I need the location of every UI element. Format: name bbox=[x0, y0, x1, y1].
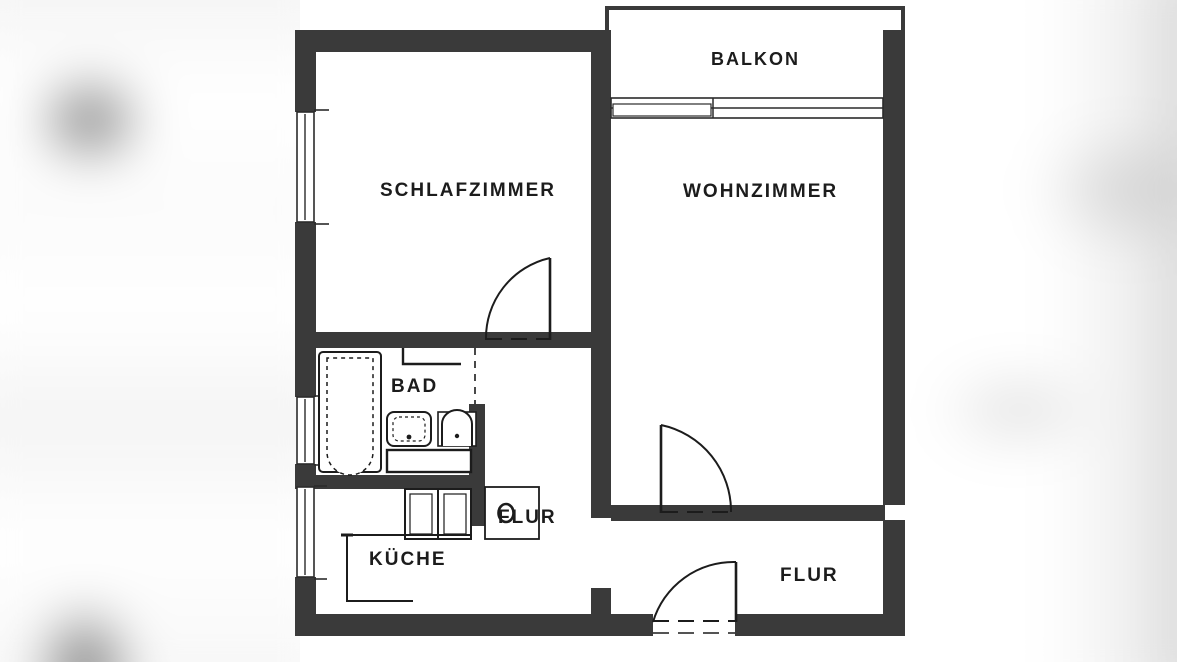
floor-plan-svg bbox=[295, 6, 905, 636]
wall-balcony-pier-left bbox=[591, 30, 611, 110]
washbasin-icon bbox=[386, 411, 432, 447]
window-kitchen-west bbox=[296, 485, 327, 580]
wall-exterior-west-mid1 bbox=[295, 222, 316, 397]
room-label-kueche: KÜCHE bbox=[369, 549, 447, 570]
door-entrance bbox=[652, 560, 738, 634]
blurred-backdrop-right bbox=[877, 0, 1177, 662]
doors-group bbox=[401, 257, 738, 634]
room-label-schlafzimmer: SCHLAFZIMMER bbox=[380, 180, 556, 201]
room-label-flur-upper: FLUR bbox=[498, 507, 557, 528]
round-fitting-icon bbox=[484, 486, 540, 540]
room-label-wohnzimmer: WOHNZIMMER bbox=[683, 181, 839, 202]
wall-bedroom-bath-divider bbox=[295, 332, 591, 348]
balcony-rail-left bbox=[605, 6, 609, 32]
kitchen-counter bbox=[346, 535, 413, 602]
wall-exterior-east-lower bbox=[883, 520, 905, 636]
door-bedroom bbox=[484, 257, 552, 341]
balcony-door bbox=[610, 97, 884, 119]
bath-counter bbox=[385, 448, 473, 474]
wall-corridor-stub bbox=[469, 489, 485, 526]
room-label-flur-lower: FLUR bbox=[780, 565, 839, 586]
room-label-bad: BAD bbox=[391, 376, 439, 397]
wall-bath-kitchen-divider bbox=[295, 475, 485, 489]
door-bath-jamb bbox=[401, 348, 476, 404]
wall-exterior-north-left bbox=[295, 30, 611, 52]
floor-plan-drawing: SCHLAFZIMMER WOHNZIMMER BALKON BAD KÜCHE… bbox=[283, 0, 923, 662]
toilet-icon bbox=[437, 409, 477, 447]
door-livingroom bbox=[659, 424, 733, 513]
bathtub-icon bbox=[318, 351, 382, 476]
bathroom-fixtures bbox=[318, 351, 477, 476]
kitchen-fixtures bbox=[341, 486, 540, 602]
wall-exterior-south-right bbox=[735, 614, 905, 636]
room-label-balkon: BALKON bbox=[711, 49, 800, 69]
windows-group bbox=[296, 109, 329, 580]
wall-livingroom-corridor-divider bbox=[611, 505, 885, 521]
balcony-rail-top bbox=[605, 6, 905, 10]
wall-balcony-pier-right bbox=[883, 30, 905, 110]
balcony-rail-right bbox=[901, 6, 905, 32]
window-bath-west bbox=[296, 395, 327, 466]
wall-exterior-east-upper bbox=[883, 30, 905, 505]
kitchen-stove-icon bbox=[404, 488, 472, 540]
backdrop-blur-left bbox=[0, 0, 300, 662]
blurred-backdrop-left bbox=[0, 0, 300, 662]
backdrop-blur-right bbox=[877, 0, 1177, 662]
wall-central-vertical bbox=[591, 30, 611, 518]
walls-group bbox=[295, 6, 905, 636]
wall-exterior-south-left bbox=[295, 614, 653, 636]
window-bedroom-west bbox=[296, 109, 329, 225]
